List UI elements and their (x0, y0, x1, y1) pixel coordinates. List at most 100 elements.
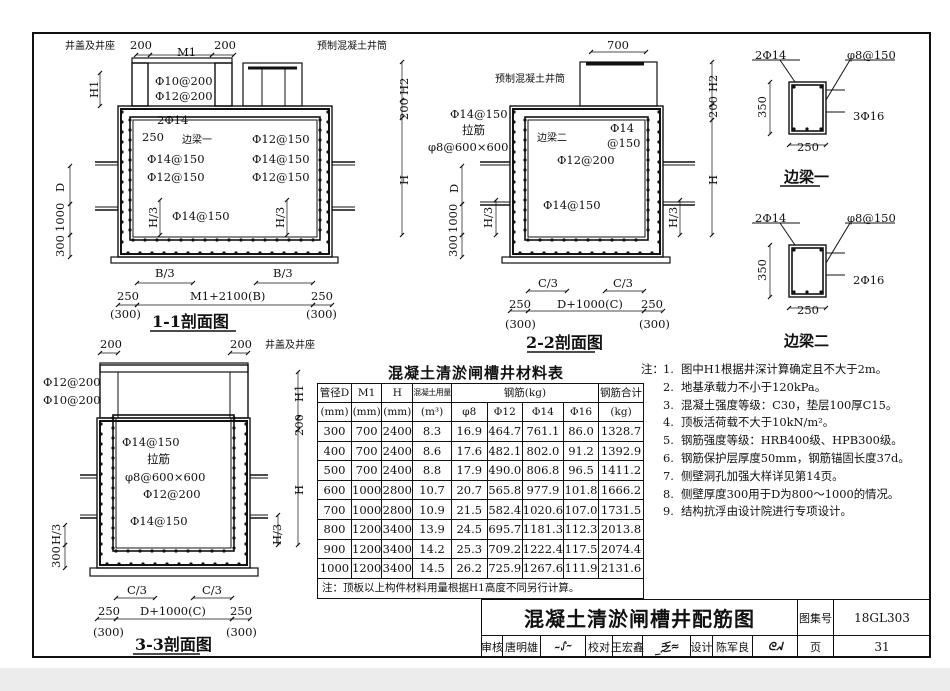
rebar-dot (311, 238, 315, 242)
rebar-dot (120, 220, 124, 224)
rebar-dot (177, 562, 181, 566)
rebar-dot (244, 472, 248, 476)
reviewer-name: 唐明雄 (503, 636, 541, 658)
rebar-dot (128, 188, 132, 192)
dimension-label: Φ10@200 (155, 74, 213, 88)
table-cell: 700 (317, 499, 352, 520)
dimension-label: H2 (397, 78, 411, 95)
rebar-dot (128, 208, 132, 212)
rebar-dot (232, 536, 236, 540)
checker-signature: _乏≈ (643, 636, 691, 658)
rebar-dot (326, 170, 330, 174)
rebar-dot (523, 168, 527, 172)
dimension-label: (300) (639, 317, 670, 331)
dimension-tick (677, 197, 683, 203)
precast-shaft (579, 61, 658, 107)
rebar-dot (232, 526, 236, 530)
rebar-dot (518, 251, 522, 255)
dimension-tick (602, 288, 608, 294)
rebar-dot (792, 127, 796, 131)
rebar-dot (512, 130, 516, 134)
rebar-dot (111, 486, 115, 490)
rebar-dot (232, 496, 236, 500)
rebar-dot (512, 200, 516, 204)
rebar-dot (646, 228, 650, 232)
table-note: 注：顶板以上构件材料用量根据H1高度不同另行计算。 (316, 577, 645, 599)
rebar-dot (318, 218, 322, 222)
rebar-dot (318, 198, 322, 202)
dimension-tick (507, 308, 513, 314)
dimension-label: Φ12@200 (155, 89, 213, 103)
note-text: 顶板活荷载不大于10kN/m²。 (681, 415, 835, 430)
rebar-dot (657, 210, 661, 214)
dimension-label: H/3 (273, 207, 287, 228)
rebar-dot (126, 251, 130, 255)
rebar-dot (128, 158, 132, 162)
table-cell: 101.8 (563, 479, 600, 501)
rebar-dot (222, 251, 226, 255)
rebar-dot (657, 200, 661, 204)
table-cell: 117.5 (563, 538, 600, 560)
table-cell: 2131.6 (598, 558, 645, 579)
dimension-label: B/3 (273, 266, 293, 280)
rebar-dot (232, 416, 236, 420)
rebar-dot (128, 218, 132, 222)
rebar-dot (128, 148, 132, 152)
dimension-label: Φ14@150 (450, 107, 508, 121)
table-cell: 3400 (381, 558, 414, 579)
rebar-dot (530, 251, 534, 255)
table-cell: 802.0 (521, 440, 565, 462)
material-table: 管径D M1 H 混凝土用量 钢筋(kg) 钢筋合计 (mm) (mm) (mm… (316, 383, 645, 599)
rebar-dot (512, 180, 516, 184)
dimension-tick (152, 595, 158, 601)
table-cell: 3400 (381, 518, 414, 540)
table-cell: 2013.8 (598, 518, 645, 540)
table-cell: 1000 (317, 558, 352, 579)
table-cell: 565.8 (486, 479, 523, 501)
precast-shaft (242, 62, 303, 107)
dimension-tick (284, 197, 290, 203)
rebar-dot (512, 160, 516, 164)
rebar-dot (538, 238, 542, 242)
note-text: 图中H1根据井深计算确定且不大于2m。 (681, 362, 888, 376)
dimension-label: 300 (49, 546, 63, 568)
header-total: 钢筋合计 (598, 383, 645, 403)
rebar-dot (99, 512, 103, 516)
base-slab (89, 567, 259, 577)
callout-label: 边梁二 (537, 131, 567, 144)
review-label: 审核 (481, 636, 503, 658)
dimension-label: Φ12@200 (43, 375, 101, 389)
rebar-dot (99, 522, 103, 526)
rebar-dot (326, 160, 330, 164)
callout-label: 井盖及井座 (265, 338, 315, 351)
header-d12: Φ12 (486, 402, 523, 422)
dimension-tick (709, 102, 715, 108)
rebar-dot (232, 456, 236, 460)
dimension-tick (709, 59, 715, 65)
dimension-tick (115, 350, 121, 356)
table-cell: 107.0 (563, 499, 600, 520)
callout-label: 拉筋 (462, 123, 485, 137)
dimension-label: C/3 (538, 276, 558, 290)
rebar-dot (523, 198, 527, 202)
dimension-label: H/3 (666, 207, 680, 228)
rebar-dot (105, 562, 109, 566)
rebar-dot (120, 120, 124, 124)
rebar-dot (523, 208, 527, 212)
rebar-dot (244, 512, 248, 516)
rebar-dot (792, 248, 796, 252)
atlas-label: 图集号 (798, 600, 834, 636)
callout-label: 预制混凝土井筒 (495, 72, 565, 85)
dimension-tick (295, 427, 301, 433)
table-cell: 1020.6 (521, 499, 565, 520)
dimension-tick (97, 103, 103, 109)
rebar-dot (174, 549, 178, 553)
table-cell: 14.5 (412, 558, 452, 579)
rebar-dot (165, 562, 169, 566)
header-steel: 钢筋(kg) (450, 383, 600, 403)
dimension-label: 250 (142, 130, 164, 144)
base-slab (501, 256, 671, 264)
dimension-tick (245, 350, 251, 356)
dimension-tick (564, 288, 570, 294)
